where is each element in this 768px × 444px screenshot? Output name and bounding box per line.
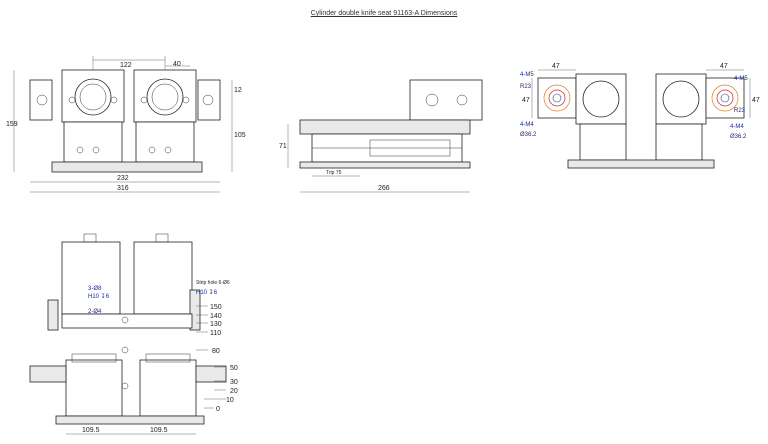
side-head bbox=[409, 79, 483, 121]
lvl-80: 80 bbox=[212, 348, 220, 355]
dim-r-4-m5: 4-M5 bbox=[734, 76, 748, 82]
dim-r-r23: R23 bbox=[734, 108, 746, 114]
dim-l-dia: Ø36.2 bbox=[520, 132, 537, 138]
view-top: 47 47 4-M5 R23 4-M4 Ø36.2 47 47 4-M5 R23… bbox=[520, 63, 760, 169]
elev-base bbox=[55, 415, 205, 425]
view-side: 71 Trip 75 266 bbox=[279, 79, 483, 193]
lvl-0: 0 bbox=[216, 406, 220, 413]
view-elevation: 3-Ø8 H10 ↧6 2-Ø4 Strip hole 6-Ø6 H10 ↧6 … bbox=[29, 233, 238, 435]
level-ticks: 150 140 130 110 80 50 30 20 10 0 bbox=[196, 304, 238, 413]
lvl-20: 20 bbox=[230, 388, 238, 395]
top-base bbox=[567, 159, 715, 169]
left-upper-plate bbox=[61, 241, 121, 315]
middle-bar bbox=[61, 313, 193, 329]
dim-159: 159 bbox=[6, 121, 18, 128]
dim-l-47-side: 47 bbox=[522, 97, 530, 104]
right-flange bbox=[197, 79, 221, 121]
left-block bbox=[63, 121, 123, 163]
view-front: 122 40 159 12 105 232 316 bbox=[6, 56, 246, 193]
note-strip-hole: Strip hole 6-Ø6 bbox=[196, 280, 230, 286]
left-housing bbox=[61, 69, 125, 123]
dim-r-4-m4: 4-M4 bbox=[730, 124, 744, 130]
right-housing bbox=[133, 69, 197, 123]
right-upper-plate bbox=[133, 241, 193, 315]
dim-trip-75: Trip 75 bbox=[326, 170, 342, 176]
dim-l-47-top: 47 bbox=[552, 63, 560, 70]
lvl-30: 30 bbox=[230, 379, 238, 386]
right-housing-top bbox=[655, 73, 707, 125]
dim-40: 40 bbox=[173, 61, 181, 68]
dim-l-4-m4: 4-M4 bbox=[520, 122, 534, 128]
dim-105: 105 bbox=[234, 132, 246, 139]
base-plate bbox=[51, 161, 203, 173]
dim-316: 316 bbox=[117, 185, 129, 192]
left-housing-top bbox=[575, 73, 627, 125]
note-h10-c: H10 ↧6 bbox=[196, 289, 218, 296]
dim-122: 122 bbox=[120, 62, 132, 69]
left-flange bbox=[29, 79, 53, 121]
right-lower-block bbox=[655, 123, 703, 161]
drawing-title: Cylinder double knife seat 91163-A Dimen… bbox=[310, 10, 458, 17]
dim-109-5-right: 109.5 bbox=[150, 427, 168, 434]
side-rail-top bbox=[299, 119, 471, 135]
dim-266: 266 bbox=[378, 185, 390, 192]
lvl-110: 110 bbox=[210, 330, 221, 337]
lvl-10: 10 bbox=[226, 397, 234, 404]
lvl-50: 50 bbox=[230, 365, 238, 372]
dim-12: 12 bbox=[234, 87, 242, 94]
note-3-d8: 3-Ø8 bbox=[88, 286, 102, 292]
left-lower-block bbox=[579, 123, 627, 161]
side-base bbox=[299, 161, 471, 169]
left-lower-housing bbox=[65, 359, 123, 417]
dim-l-4-m5: 4-M5 bbox=[520, 72, 534, 78]
note-h10-a: H10 ↧6 bbox=[88, 293, 110, 300]
dim-r-dia: Ø36.2 bbox=[730, 134, 747, 140]
dim-r-47-top: 47 bbox=[720, 63, 728, 70]
dim-r-47-side: 47 bbox=[752, 97, 760, 104]
lvl-130: 130 bbox=[210, 321, 222, 328]
lvl-150: 150 bbox=[210, 304, 222, 311]
dim-232: 232 bbox=[117, 175, 129, 182]
dim-l-r23: R23 bbox=[520, 84, 532, 90]
dim-109-5-left: 109.5 bbox=[82, 427, 100, 434]
right-block bbox=[135, 121, 195, 163]
right-lower-housing bbox=[139, 359, 197, 417]
dim-71: 71 bbox=[279, 143, 287, 150]
lvl-140: 140 bbox=[210, 313, 222, 320]
note-2-d4: 2-Ø4 bbox=[88, 309, 102, 315]
